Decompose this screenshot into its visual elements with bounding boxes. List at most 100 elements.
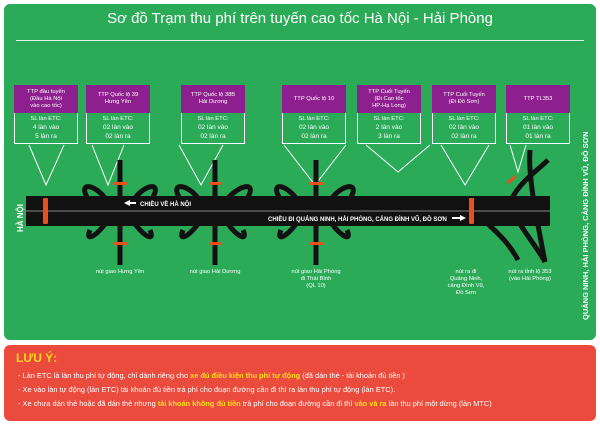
notes-panel: LƯU Ý: - Làn ETC là làn thu phí tự động,…	[4, 345, 596, 421]
note-text: trả phí cho đoạn đường cần đi thì	[240, 399, 355, 408]
lanes-in: 02 làn vào	[299, 124, 329, 131]
toll-marker-ql38b	[209, 182, 222, 185]
note-text: (đã dán thẻ - tài khoản đủ tiền )	[300, 371, 406, 380]
connector-7	[509, 144, 527, 174]
toll-name-text: TTP TL353	[523, 95, 553, 102]
station-connectors	[28, 144, 527, 187]
toll-station-name: TTP Quốc lộ 10	[282, 85, 346, 113]
toll-name-text: TTP Quốc lộ 10	[293, 95, 335, 102]
lanes-in: 4 làn vào	[32, 124, 60, 131]
toll-station-etc: SL làn ETC: 02 làn vào 02 làn ra	[282, 113, 346, 144]
lanes-in: 2 làn vào	[375, 124, 403, 131]
etc-label: SL làn ETC:	[522, 116, 554, 122]
toll-station-etc: SL làn ETC: 01 làn vào 01 làn ra	[506, 113, 570, 144]
toll-station-etc: SL làn ETC: 4 làn vào 5 làn ra	[14, 113, 78, 144]
toll-marker-start	[43, 198, 48, 224]
lanes-in: 01 làn vào	[523, 124, 553, 131]
note-item-2: - Xe vào làn tự động (làn ETC) tài khoản…	[18, 385, 395, 394]
connector-6	[440, 144, 490, 186]
toll-station-name: TTP TL353	[506, 85, 570, 113]
loop-hung-yen-south	[86, 222, 154, 240]
note-item-3: - Xe chưa dán thẻ hoặc đã dán thẻ nhưng …	[18, 399, 492, 408]
etc-label: SL làn ETC:	[373, 116, 405, 122]
toll-marker-hung-yen	[114, 242, 127, 245]
direction-arrows	[124, 200, 466, 221]
lanes-out: 02 làn ra	[451, 132, 477, 140]
road-label-start: HÀ NỘI	[16, 204, 25, 232]
arrow-east	[460, 215, 466, 221]
toll-station-etc: SL làn ETC: 02 làn vào 02 làn ra	[432, 113, 496, 144]
etc-label: SL làn ETC:	[448, 116, 480, 122]
toll-station-6: TTP Cuối Tuyến(Đi Đồ Sơn) SL làn ETC: 02…	[432, 85, 496, 144]
loop-hai-duong-south	[179, 222, 247, 240]
lanes-out: 3 làn ra	[378, 132, 400, 140]
etc-label: SL làn ETC:	[30, 116, 62, 122]
toll-name-text: TTP Cuối Tuyến(Đi Đồ Sơn)	[443, 92, 485, 105]
lanes-out: 02 làn ra	[105, 132, 131, 140]
page-title: Sơ đồ Trạm thu phí trên tuyến cao tốc Hà…	[107, 10, 493, 27]
junction-label: nút ra tỉnh lộ 353(vào Hải Phòng)	[508, 268, 551, 282]
note-text: - Làn ETC là làn thu phí tự động, chỉ dà…	[18, 371, 191, 380]
notes-title: LƯU Ý:	[16, 351, 58, 365]
note-text: làn thu phí một dừng (làn MTC)	[386, 399, 492, 408]
junction-label: nút giao Hải Dương	[190, 269, 241, 275]
connector-5	[365, 144, 431, 173]
toll-station-7: TTP TL353 SL làn ETC: 01 làn vào 01 làn …	[506, 85, 570, 144]
note-highlight: tài khoản không đủ tiền	[157, 399, 241, 408]
toll-marker-ql10	[310, 182, 323, 185]
toll-station-etc: SL làn ETC: 2 làn vào 3 làn ra	[357, 113, 421, 144]
toll-marker-hai-duong	[209, 242, 222, 245]
note-highlight: vào và ra	[354, 399, 387, 408]
lanes-in: 02 làn vào	[103, 124, 133, 131]
lanes-out: 02 làn ra	[200, 132, 226, 140]
connector-1	[28, 144, 65, 187]
road-label-westbound: CHIỀU VỀ HÀ NỘI	[140, 200, 191, 208]
toll-marker-ql39	[114, 182, 127, 185]
toll-marker-hai-phong	[310, 242, 323, 245]
ramp-quang-ninh	[486, 222, 521, 262]
lanes-in: 02 làn vào	[449, 124, 479, 131]
road-label-end: QUẢNG NINH, HẢI PHÒNG, CẢNG ĐÌNH VŨ, ĐỒ …	[580, 132, 590, 321]
etc-label: SL làn ETC:	[298, 116, 330, 122]
lanes-out: 5 làn ra	[35, 132, 57, 140]
toll-station-etc: SL làn ETC: 02 làn vào 02 làn ra	[86, 113, 150, 144]
etc-label: SL làn ETC:	[102, 116, 134, 122]
lanes-out: 02 làn ra	[301, 132, 327, 140]
junction-label: nút giao Hưng Yên	[96, 269, 145, 275]
road-label-eastbound: CHIỀU ĐI QUẢNG NINH, HẢI PHÒNG, CẢNG ĐÌN…	[268, 215, 447, 223]
toll-station-4: TTP Quốc lộ 10 SL làn ETC: 02 làn vào 02…	[282, 85, 346, 144]
arrow-west-shaft	[130, 202, 136, 204]
arrow-west	[124, 200, 130, 206]
note-item-1: - Làn ETC là làn thu phí tự động, chỉ dà…	[18, 371, 405, 380]
lanes-in: 02 làn vào	[198, 124, 228, 131]
loop-hai-phong-south	[277, 222, 351, 240]
toll-station-etc: SL làn ETC: 02 làn vào 02 làn ra	[181, 113, 245, 144]
toll-marker-tl353	[506, 175, 517, 184]
road-end	[527, 149, 548, 263]
note-text: - Xe chưa dán thẻ hoặc đã dán thẻ nhưng	[18, 399, 158, 408]
toll-markers	[43, 175, 517, 245]
toll-station-name: TTP Cuối Tuyến(Đi Đồ Sơn)	[432, 85, 496, 113]
note-highlight: xe đủ điều kiện thu phí tự động	[190, 371, 301, 380]
etc-label: SL làn ETC:	[197, 116, 229, 122]
connector-3	[178, 144, 224, 187]
note-text: - Xe vào làn tự động (làn ETC) tài khoản…	[18, 385, 396, 394]
lanes-out: 01 làn ra	[525, 132, 551, 140]
interchange-loops	[82, 158, 550, 264]
title-divider	[16, 40, 584, 41]
connector-2	[91, 144, 125, 187]
